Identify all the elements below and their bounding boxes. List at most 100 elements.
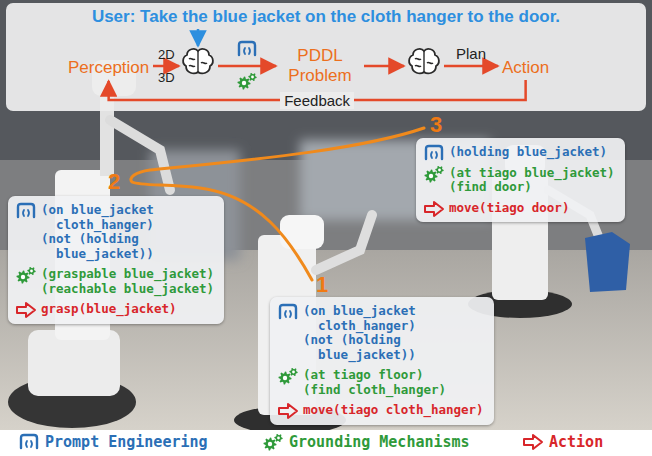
gear-hole bbox=[438, 168, 441, 171]
brain-outline bbox=[183, 49, 213, 73]
grounding-predicate: (at tiago floor) bbox=[303, 368, 484, 383]
gear-hole bbox=[429, 173, 433, 177]
action-icon bbox=[522, 433, 544, 451]
llm-brain-icon bbox=[409, 49, 439, 73]
callout-row: (reachable blue_jacket) bbox=[15, 282, 214, 297]
prompt-icon bbox=[277, 303, 299, 321]
gear-icon bbox=[15, 266, 37, 284]
grounding-predicate: (graspable blue_jacket) bbox=[41, 267, 214, 282]
brain-outline bbox=[409, 49, 439, 73]
gear-icon bbox=[262, 433, 284, 451]
grounding-predicate: (reachable blue_jacket) bbox=[41, 282, 214, 297]
gear-large bbox=[238, 77, 251, 90]
gear-small bbox=[248, 73, 256, 81]
action-command: move(tiago door) bbox=[449, 201, 615, 216]
state-callout: (on blue_jacket cloth_hanger)(not (holdi… bbox=[8, 196, 224, 324]
gear-small bbox=[289, 368, 297, 376]
flow-arrow bbox=[444, 65, 498, 68]
step-label: Plan bbox=[456, 45, 486, 62]
flow-arrow bbox=[218, 65, 276, 68]
pddl-predicate: (not (holding blue_jacket)) bbox=[41, 232, 176, 261]
prompt-icon bbox=[18, 433, 40, 451]
action-arrow bbox=[17, 303, 35, 317]
legend-text: Action bbox=[549, 433, 603, 451]
step-name: Action bbox=[502, 58, 549, 78]
flow-arrow bbox=[364, 65, 404, 68]
legend-item: Action bbox=[522, 433, 603, 451]
prompt-icon-parens bbox=[23, 210, 29, 216]
flow-arrow bbox=[153, 65, 179, 68]
callout-row: (find door) bbox=[423, 180, 615, 195]
pddl-predicate: (on blue_jacket cloth_hanger) bbox=[303, 304, 438, 333]
connector-label: Feedback bbox=[280, 92, 354, 109]
prompt-icon bbox=[423, 144, 445, 162]
prompt-icon-frame bbox=[239, 42, 255, 55]
action-icon bbox=[423, 200, 445, 218]
callout-row: (on blue_jacket cloth_hanger) bbox=[15, 203, 214, 232]
grounding-predicate: (find cloth_hanger) bbox=[303, 383, 484, 398]
grounding-predicate: (find door) bbox=[449, 180, 615, 195]
gear-hole bbox=[251, 76, 254, 79]
dimension-label: 2D bbox=[158, 47, 175, 62]
gear-hole bbox=[283, 376, 287, 380]
gear-icon bbox=[277, 367, 299, 385]
prompt-icon-parens bbox=[26, 441, 32, 447]
pddl-predicate: (not (holding blue_jacket)) bbox=[303, 333, 438, 362]
legend-item: Prompt Engineering bbox=[18, 433, 208, 451]
callout-row: (at tiago floor) bbox=[277, 368, 484, 383]
legend-band bbox=[0, 430, 652, 456]
gear-hole bbox=[292, 371, 295, 374]
gear-hole bbox=[277, 437, 280, 440]
prompt-icon-frame bbox=[426, 146, 442, 159]
action-command: move(tiago cloth_hanger) bbox=[303, 403, 484, 418]
callout-row: grasp(blue_jacket) bbox=[15, 302, 214, 317]
action-command: grasp(blue_jacket) bbox=[41, 302, 214, 317]
action-icon bbox=[277, 402, 299, 420]
gear-hole bbox=[242, 81, 246, 85]
pddl-predicate: (holding blue_jacket) bbox=[449, 145, 615, 160]
instruction-title: User: Take the blue jacket on the cloth … bbox=[0, 7, 652, 27]
action-arrow bbox=[425, 202, 443, 216]
gear-small bbox=[27, 267, 35, 275]
callout-number: 2 bbox=[108, 170, 120, 194]
callout-number: 1 bbox=[316, 273, 328, 297]
pipeline-step: Action bbox=[502, 58, 549, 78]
prompt-icon-frame bbox=[280, 305, 296, 318]
callout-row: (at tiago blue_jacket) bbox=[423, 166, 615, 181]
gear-hole bbox=[30, 270, 33, 273]
llm-brain-icon bbox=[183, 49, 213, 73]
wall bbox=[0, 0, 652, 160]
callout-row: move(tiago door) bbox=[423, 201, 615, 216]
state-callout: (holding blue_jacket) (at tiago blue_jack… bbox=[416, 138, 625, 222]
prompt-icon bbox=[239, 42, 255, 55]
gear-large bbox=[279, 372, 292, 385]
step-name: PDDL Problem bbox=[280, 46, 360, 86]
prompt-icon-parens bbox=[431, 152, 437, 158]
callout-row: move(tiago cloth_hanger) bbox=[277, 403, 484, 418]
callout-row: (on blue_jacket cloth_hanger) bbox=[277, 304, 484, 333]
action-icon bbox=[15, 301, 37, 319]
prompt-icon-parens bbox=[244, 48, 250, 54]
input-arrow bbox=[197, 29, 200, 46]
pddl-predicate: (on blue_jacket cloth_hanger) bbox=[41, 203, 176, 232]
grounding-predicate: (at tiago blue_jacket) bbox=[449, 166, 615, 181]
gear-large bbox=[17, 271, 30, 284]
gear-small bbox=[274, 434, 282, 442]
brain-folds bbox=[415, 51, 433, 72]
legend-text: Grounding Mechanisms bbox=[289, 433, 470, 451]
gear-large bbox=[264, 438, 277, 451]
gear-small bbox=[435, 165, 443, 173]
legend-text: Prompt Engineering bbox=[45, 433, 208, 451]
gear-icon bbox=[238, 73, 257, 90]
prompt-icon-parens bbox=[285, 311, 291, 317]
pipeline-step: PDDL Problem bbox=[280, 46, 360, 86]
legend-item: Grounding Mechanisms bbox=[262, 433, 470, 451]
callout-row: (find cloth_hanger) bbox=[277, 383, 484, 398]
state-callout: (on blue_jacket cloth_hanger)(not (holdi… bbox=[270, 297, 494, 425]
prompt-icon-frame bbox=[21, 435, 37, 448]
gear-hole bbox=[268, 442, 272, 446]
callout-number: 3 bbox=[430, 113, 442, 137]
gear-icon bbox=[423, 165, 445, 183]
callout-row: (graspable blue_jacket) bbox=[15, 267, 214, 282]
